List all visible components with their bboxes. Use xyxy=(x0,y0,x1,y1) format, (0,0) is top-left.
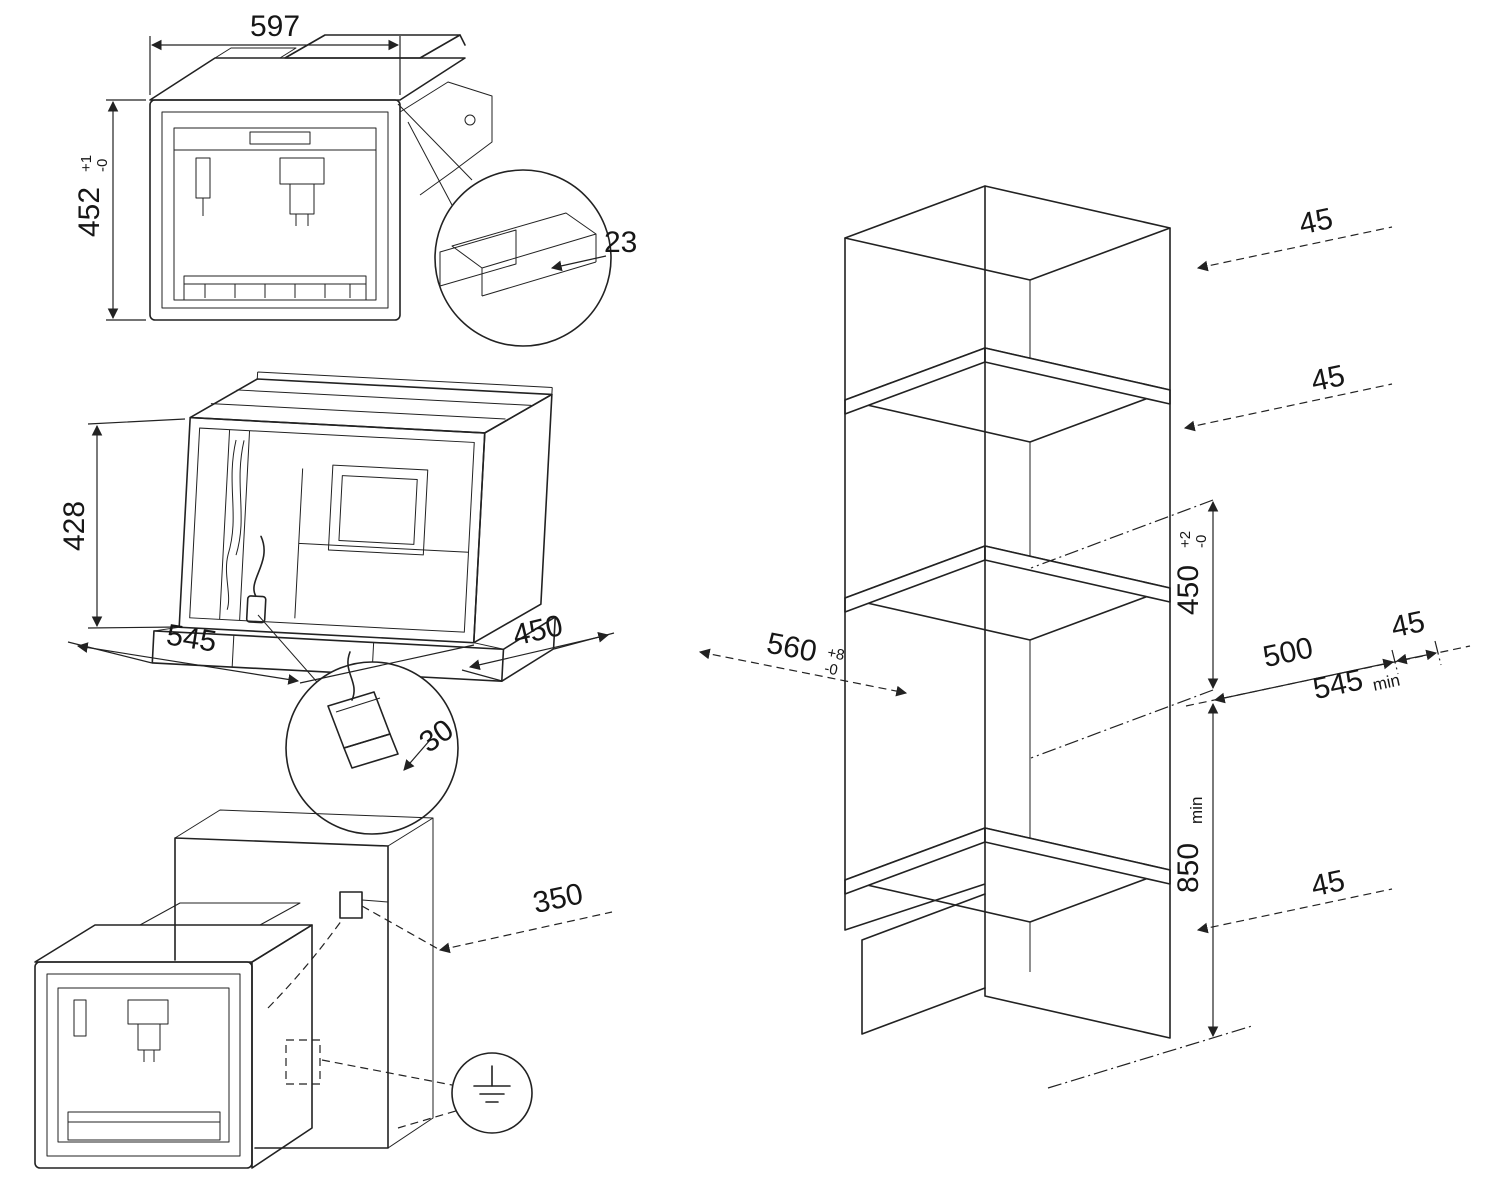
edge-detail-callout: 23 xyxy=(434,169,637,347)
dim-body-depth: 450 xyxy=(510,609,566,652)
dim-gap-bottom: 45 xyxy=(1308,864,1348,903)
dim-front-height-group: 452 +1 -0 xyxy=(73,99,146,321)
dim-plinth-height: 850 xyxy=(1172,843,1205,893)
earth-ground-callout xyxy=(451,1052,533,1134)
dim-rear-height-group: 428 xyxy=(58,418,186,629)
dim-gap-top: 45 xyxy=(1296,202,1336,241)
dim-body-width: 545 xyxy=(164,618,219,658)
earth-ground-icon xyxy=(473,1065,511,1103)
dim-edge-overlap: 23 xyxy=(604,226,637,259)
dim-gap-bottom-group: 45 xyxy=(1196,864,1393,934)
dim-front-height-tol-plus: +1 xyxy=(78,155,95,172)
dim-niche-depth-group: 560 +8 -0 xyxy=(698,627,908,697)
dim-niche-width: 500 xyxy=(1260,631,1316,674)
dim-gap-top-group: 45 xyxy=(1196,202,1393,272)
dim-depth-chain-group: 500 45 545 min xyxy=(1185,605,1471,707)
dim-plinth-height-group: 850 min xyxy=(1172,702,1219,1038)
dim-niche-height: 450 xyxy=(1172,565,1205,615)
plug-detail-callout: 30 xyxy=(285,651,460,835)
dim-cabinet-depth-suffix: min xyxy=(1371,670,1402,694)
dim-niche-depth: 560 xyxy=(764,627,819,669)
cabinet-column: 560 +8 -0 450 +2 -0 850 min xyxy=(698,185,1471,1089)
dim-front-width-group: 597 xyxy=(149,10,401,95)
dim-gap-middle: 45 xyxy=(1388,605,1428,644)
installed-view: 350 xyxy=(34,809,613,1169)
dim-niche-height-tol-minus: -0 xyxy=(1193,535,1210,548)
plug-icon xyxy=(245,595,267,624)
dim-niche-height-group: 450 +2 -0 xyxy=(1030,499,1219,759)
dim-front-height-tol-minus: -0 xyxy=(94,159,111,172)
front-view: 23 597 452 +1 -0 xyxy=(73,10,637,347)
dim-front-width: 597 xyxy=(250,10,300,43)
dim-niche-height-tol-plus: +2 xyxy=(1177,531,1194,548)
dim-rear-height: 428 xyxy=(58,501,91,551)
dim-gap-upper-group: 45 xyxy=(1183,359,1393,432)
socket-icon xyxy=(339,891,389,919)
dim-gap-upper: 45 xyxy=(1308,359,1348,398)
dim-niche-depth-tol-minus: -0 xyxy=(823,660,839,679)
dim-body-width-group: 545 xyxy=(67,618,475,685)
dim-niche-depth-tol-plus: +8 xyxy=(826,644,846,664)
dim-cable-length: 350 xyxy=(530,877,586,920)
dim-cable-length-group: 350 xyxy=(438,877,613,954)
dim-cabinet-depth: 545 xyxy=(1310,663,1366,706)
dim-plinth-height-suffix: min xyxy=(1187,797,1206,824)
rear-view: 30 428 545 450 xyxy=(58,371,615,835)
dim-front-height: 452 xyxy=(73,187,106,237)
